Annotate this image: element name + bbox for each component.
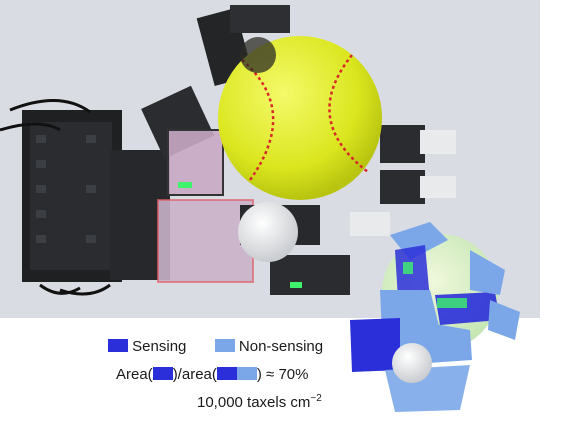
- area-ratio-formula: Area( )/area( ) ≈ 70%: [116, 366, 308, 383]
- formula-middle: )/area(: [172, 366, 217, 383]
- taxel-density: 10,000 taxels cm−2: [197, 393, 322, 411]
- sensing-swatch: [108, 339, 128, 352]
- formula-suffix: ) ≈ 70%: [256, 366, 309, 383]
- tactile-sensor-map: [350, 222, 520, 412]
- sensing-label: Sensing: [132, 338, 187, 355]
- non-sensing-swatch: [214, 339, 235, 352]
- softball: [218, 36, 382, 200]
- formula-prefix: Area(: [116, 366, 153, 383]
- density-exponent: −2: [310, 393, 322, 404]
- formula-total-swatch-dark: [216, 367, 237, 380]
- formula-total-swatch-light: [236, 367, 257, 380]
- formula-sensing-swatch: [152, 367, 173, 380]
- robot-palm-base: [0, 99, 170, 296]
- legend-row: Sensing Non-sensing: [108, 338, 323, 355]
- non-sensing-label: Non-sensing: [238, 338, 324, 355]
- density-value: 10,000 taxels cm: [197, 394, 311, 411]
- golf-ball: [238, 202, 298, 262]
- robot-fingers: [141, 5, 456, 295]
